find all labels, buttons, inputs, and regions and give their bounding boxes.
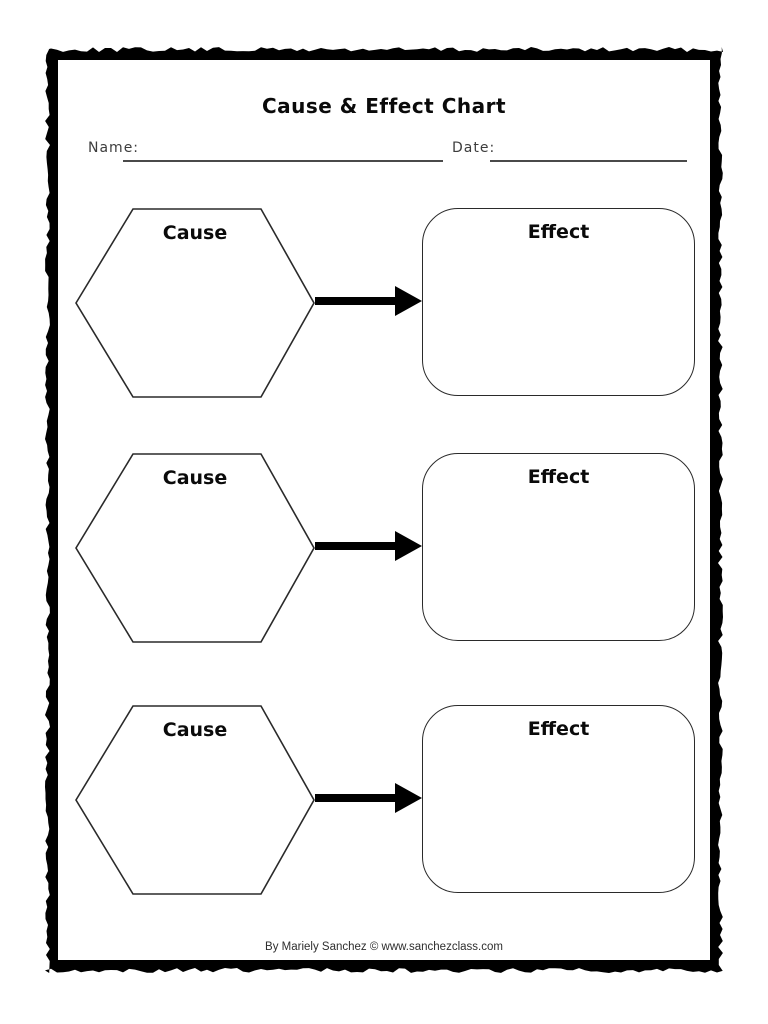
cause-heading: Cause bbox=[162, 222, 228, 244]
arrow-right-icon bbox=[315, 782, 422, 814]
hexagon-shape-icon bbox=[75, 705, 315, 895]
cause-heading: Cause bbox=[162, 467, 228, 489]
name-input-line[interactable] bbox=[123, 142, 443, 162]
cause-effect-row: Cause Effect bbox=[58, 206, 712, 400]
effect-heading: Effect bbox=[527, 718, 590, 740]
page-title: Cause & Effect Chart bbox=[261, 94, 507, 118]
cause-hexagon: Cause bbox=[75, 208, 315, 398]
name-label: Name: bbox=[88, 140, 140, 156]
cause-effect-row: Cause Effect bbox=[58, 451, 712, 645]
arrow-right-icon bbox=[315, 285, 422, 317]
cause-write-area[interactable] bbox=[135, 753, 255, 863]
cause-hexagon: Cause bbox=[75, 453, 315, 643]
effect-write-area[interactable] bbox=[447, 255, 672, 375]
hexagon-shape-icon bbox=[75, 453, 315, 643]
date-label: Date: bbox=[452, 140, 496, 156]
effect-box: Effect bbox=[422, 705, 695, 893]
cause-effect-row: Cause Effect bbox=[58, 703, 712, 897]
hexagon-shape-icon bbox=[75, 208, 315, 398]
footer-credit: By Mariely Sanchez © www.sanchezclass.co… bbox=[265, 941, 503, 953]
effect-heading: Effect bbox=[527, 466, 590, 488]
effect-write-area[interactable] bbox=[447, 752, 672, 872]
date-input-line[interactable] bbox=[490, 142, 687, 162]
effect-box: Effect bbox=[422, 208, 695, 396]
effect-box: Effect bbox=[422, 453, 695, 641]
effect-write-area[interactable] bbox=[447, 500, 672, 620]
cause-hexagon: Cause bbox=[75, 705, 315, 895]
effect-heading: Effect bbox=[527, 221, 590, 243]
cause-write-area[interactable] bbox=[135, 501, 255, 611]
arrow-right-icon bbox=[315, 530, 422, 562]
cause-heading: Cause bbox=[162, 719, 228, 741]
cause-write-area[interactable] bbox=[135, 256, 255, 366]
